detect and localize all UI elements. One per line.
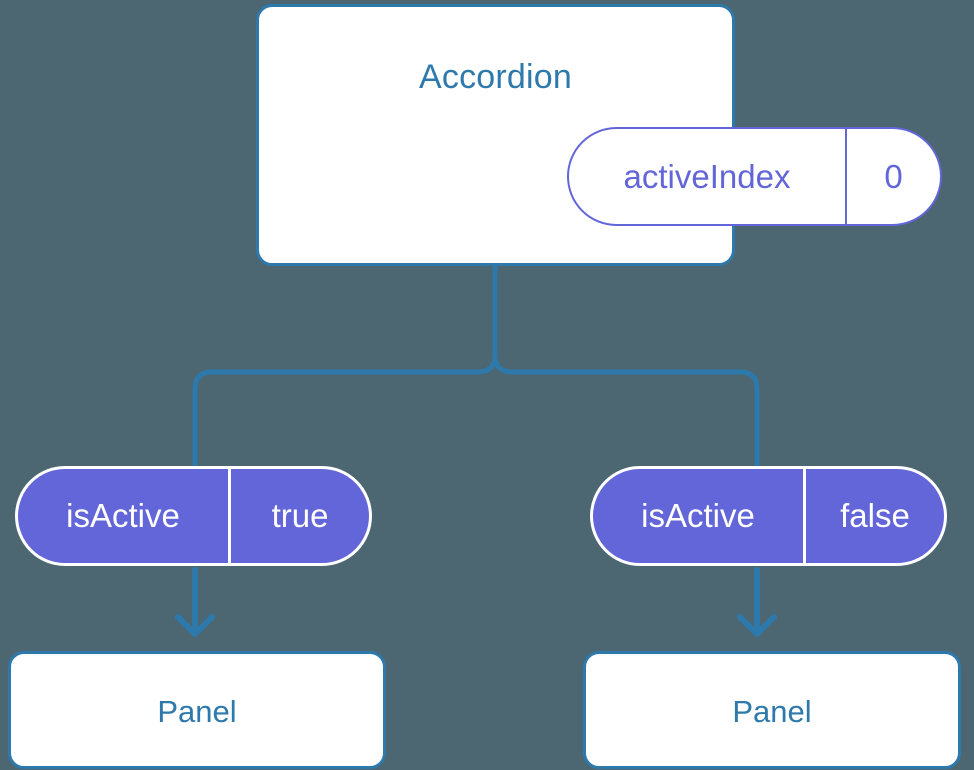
accordion-component-card: Accordion activeIndex 0 <box>256 4 942 266</box>
prop-pill-is-active-false: isActive false <box>590 466 947 566</box>
arrowhead-right-icon <box>737 614 777 637</box>
state-pill-active-index: activeIndex 0 <box>567 127 942 226</box>
panel-title: Panel <box>732 694 812 729</box>
arrowhead-left-icon <box>175 614 215 637</box>
panel-component-card-left: Panel <box>8 651 386 769</box>
accordion-title: Accordion <box>419 58 572 96</box>
panel-title: Panel <box>157 694 237 729</box>
prop-pill-value: true <box>271 497 329 534</box>
prop-pill-key: isActive <box>18 469 231 563</box>
prop-pill-is-active-true: isActive true <box>15 466 372 566</box>
edge-root-to-right-prop <box>492 263 760 467</box>
prop-pill-key: isActive <box>593 469 806 563</box>
state-pill-value: 0 <box>884 157 903 195</box>
state-pill-key: activeIndex <box>569 129 847 224</box>
panel-component-card-right: Panel <box>583 651 961 769</box>
prop-pill-value: false <box>840 497 910 534</box>
edge-root-to-left-prop <box>192 263 498 467</box>
